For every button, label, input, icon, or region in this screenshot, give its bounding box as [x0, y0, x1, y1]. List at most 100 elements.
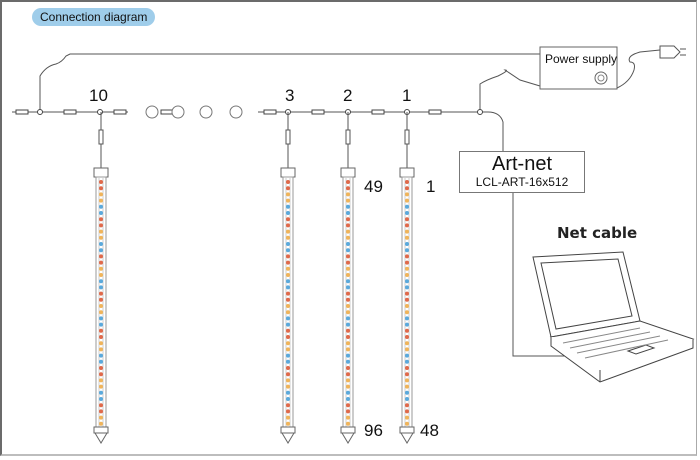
- led-pixel: [405, 415, 409, 420]
- led-pixel: [99, 198, 103, 203]
- inline-connector: [371, 109, 385, 115]
- led-pixel: [286, 409, 290, 414]
- led-pixel: [346, 409, 350, 414]
- led-pixel: [99, 316, 103, 321]
- led-pixel: [405, 366, 409, 370]
- led-pixel: [99, 273, 103, 277]
- led-pixel: [286, 328, 290, 333]
- inline-connector: [160, 109, 174, 115]
- led-pixel: [405, 242, 409, 246]
- led-pixel: [346, 260, 350, 265]
- led-pixel: [346, 180, 350, 184]
- led-pixel: [405, 341, 409, 346]
- led-pixel: [99, 285, 103, 290]
- led-pixel: [99, 409, 103, 414]
- led-pixel: [99, 397, 103, 401]
- power-plug-icon: [659, 45, 681, 59]
- ellipsis-circle: [229, 105, 243, 119]
- laptop-icon: [532, 251, 695, 383]
- power-supply-knob-inner: [597, 74, 605, 82]
- led-pixel: [99, 378, 103, 383]
- tube-number-3: 3: [285, 86, 295, 105]
- led-pixel: [99, 217, 103, 222]
- led-pixel: [286, 397, 290, 401]
- led-pixel: [346, 204, 350, 209]
- led-pixel: [346, 322, 350, 327]
- led-pixel: [346, 211, 350, 215]
- led-pixel: [286, 235, 290, 240]
- led-pixel: [405, 198, 409, 203]
- led-pixel: [405, 248, 409, 253]
- led-pixel: [286, 198, 290, 203]
- led-pixel: [99, 310, 103, 315]
- led-pixel: [405, 285, 409, 290]
- led-pixel: [286, 217, 290, 222]
- led-pixel: [405, 316, 409, 321]
- cable-connector: [345, 129, 351, 145]
- led-pixel: [286, 242, 290, 246]
- inline-connector: [63, 109, 77, 115]
- led-pixel: [346, 254, 350, 259]
- led-pixel: [346, 378, 350, 383]
- led-pixel: [286, 335, 290, 339]
- tube-1-start-pixel: 1: [426, 177, 436, 196]
- net-cable-label: Net cable: [557, 224, 638, 242]
- tube-cap-top: [280, 167, 296, 178]
- tube-cap-top: [93, 167, 109, 178]
- led-pixel: [99, 415, 103, 420]
- led-pixel: [99, 390, 103, 395]
- led-pixel: [99, 260, 103, 265]
- led-pixel: [346, 384, 350, 389]
- led-pixel: [286, 223, 290, 228]
- artnet-controller: Art-net LCL-ART-16x512: [459, 151, 585, 193]
- led-pixel: [405, 322, 409, 327]
- artnet-title: Art-net: [491, 153, 553, 175]
- led-pixel: [99, 248, 103, 253]
- led-pixel: [99, 211, 103, 215]
- tube-cap-bottom: [280, 426, 296, 434]
- tube-tip: [341, 432, 355, 444]
- led-pixel: [346, 366, 350, 370]
- led-pixel: [99, 297, 103, 302]
- ellipsis-circle: [145, 105, 159, 119]
- tube-cap-top: [340, 167, 356, 178]
- led-pixel: [286, 260, 290, 265]
- led-pixel: [405, 217, 409, 222]
- data-cable-to-artnet: [487, 111, 504, 151]
- led-pixel: [405, 297, 409, 302]
- tee-connector: [97, 109, 103, 115]
- tube-number-1: 1: [402, 86, 412, 105]
- led-pixel: [405, 180, 409, 184]
- led-tube-10: [93, 112, 109, 444]
- power-cord: [616, 49, 661, 89]
- tube-tip: [281, 432, 295, 444]
- led-pixel: [99, 366, 103, 370]
- led-pixel: [286, 304, 290, 308]
- tee-connector: [37, 109, 43, 115]
- power-supply-knob-icon: [594, 71, 608, 85]
- tube-2-start-pixel: 49: [364, 177, 383, 196]
- led-pixel: [99, 421, 103, 426]
- led-pixel: [286, 192, 290, 197]
- led-pixel: [346, 285, 350, 290]
- net-cable-line: [512, 193, 566, 357]
- led-pixel: [346, 310, 350, 315]
- led-tube-1: [399, 112, 415, 444]
- led-pixel: [405, 397, 409, 401]
- led-pixel: [286, 229, 290, 234]
- led-pixel: [405, 273, 409, 277]
- led-pixel: [99, 266, 103, 271]
- led-pixel: [346, 192, 350, 197]
- led-pixel: [99, 304, 103, 308]
- led-pixel: [346, 217, 350, 222]
- cable-connector: [285, 129, 291, 145]
- led-pixel: [346, 397, 350, 401]
- led-pixel: [286, 341, 290, 346]
- led-pixel: [405, 279, 409, 284]
- led-pixel: [405, 347, 409, 352]
- led-pixel: [405, 403, 409, 408]
- led-pixel: [286, 316, 290, 321]
- tube-cap-bottom: [93, 426, 109, 434]
- led-pixel: [405, 409, 409, 414]
- led-pixel: [99, 372, 103, 377]
